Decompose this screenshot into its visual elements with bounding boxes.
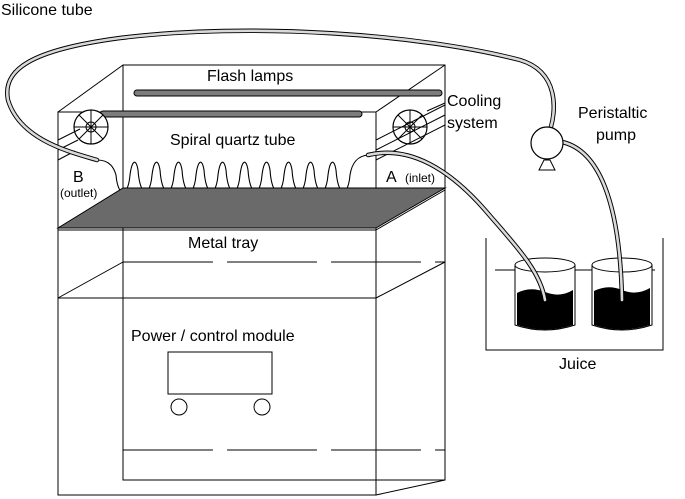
label-silicone-tube: Silicone tube	[1, 2, 93, 19]
juice-right	[594, 287, 650, 330]
label-spiral-quartz-tube: Spiral quartz tube	[170, 132, 296, 149]
control-panel	[167, 351, 273, 395]
metal-tray	[56, 187, 447, 229]
power-control-module	[167, 351, 273, 416]
peristaltic-pump	[530, 126, 564, 171]
spiral-quartz-tube	[96, 154, 369, 193]
label-juice: Juice	[559, 356, 596, 373]
bath-container	[485, 238, 664, 351]
label-inlet: (inlet)	[405, 171, 435, 185]
flash-lamp-upper	[133, 89, 443, 97]
label-cooling-system-2: system	[447, 115, 498, 132]
chamber-front-face	[57, 111, 377, 496]
flash-lamps	[99, 89, 443, 118]
juice-left	[517, 289, 573, 330]
flash-lamp-lower	[99, 110, 363, 118]
cooling-fan-left	[73, 109, 109, 145]
control-knob-right	[253, 398, 271, 416]
silicone-tubes	[4, 28, 625, 303]
label-point-b: B	[73, 169, 84, 186]
label-peristaltic-pump-1: Peristaltic	[578, 105, 647, 122]
juice-bath	[485, 238, 664, 351]
label-peristaltic-pump-2: pump	[596, 127, 636, 144]
label-cooling-system-1: Cooling	[447, 93, 501, 110]
label-outlet: (outlet)	[60, 186, 97, 200]
label-point-a: A	[386, 169, 397, 186]
label-power-control-module: Power / control module	[131, 328, 295, 345]
label-flash-lamps: Flash lamps	[207, 68, 293, 85]
label-metal-tray: Metal tray	[188, 235, 258, 252]
control-knob-left	[170, 398, 188, 416]
chamber-box	[57, 64, 446, 496]
pump-icon	[530, 126, 564, 160]
